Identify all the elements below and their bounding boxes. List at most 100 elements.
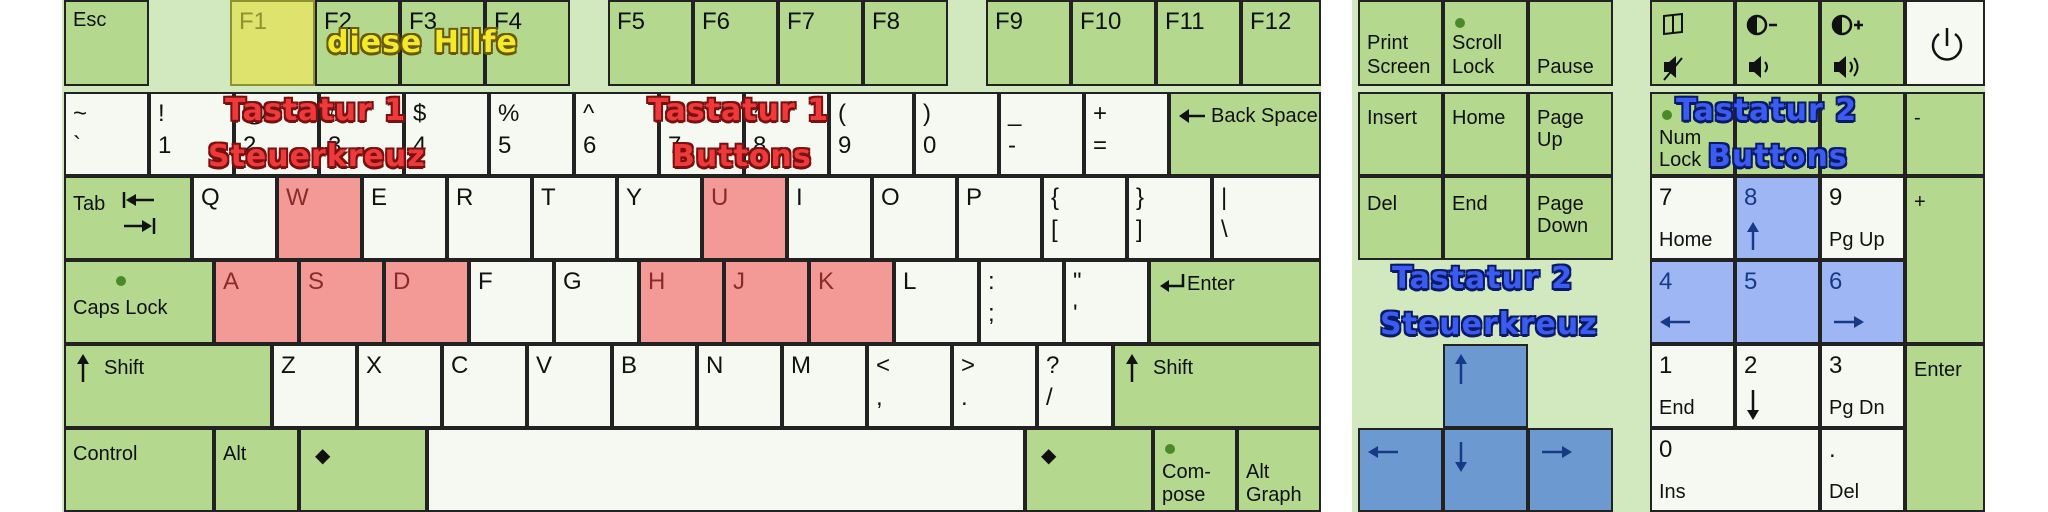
key-0[interactable]: )0 (914, 92, 999, 176)
key-enter[interactable]: Enter (1149, 260, 1321, 344)
key-c[interactable]: C (442, 344, 527, 428)
key-print-screen[interactable]: Print Screen (1358, 0, 1443, 86)
key-f2[interactable]: F2 (315, 0, 400, 86)
key-brightness-up[interactable] (1820, 0, 1905, 86)
key-9[interactable]: (9 (829, 92, 914, 176)
key-f9[interactable]: F9 (986, 0, 1071, 86)
key-numpad-star[interactable] (1820, 92, 1905, 176)
key-compose[interactable]: Com- pose (1153, 428, 1237, 512)
key-r[interactable]: R (447, 176, 532, 260)
key-f7[interactable]: F7 (778, 0, 863, 86)
key-control[interactable]: Control (64, 428, 214, 512)
key-numpad-minus[interactable]: - (1905, 92, 1985, 176)
key-insert[interactable]: Insert (1358, 92, 1443, 176)
key-t[interactable]: T (532, 176, 617, 260)
key-f4[interactable]: F4 (485, 0, 570, 86)
key-i[interactable]: I (787, 176, 872, 260)
key-alt[interactable]: Alt (214, 428, 299, 512)
key-equals[interactable]: += (1084, 92, 1169, 176)
key-8[interactable]: *8 (744, 92, 829, 176)
key-arrow-left[interactable] (1358, 428, 1443, 512)
key-semicolon[interactable]: :; (979, 260, 1064, 344)
key-meta-left[interactable]: ◆ (299, 428, 427, 512)
key-f11[interactable]: F11 (1156, 0, 1241, 86)
key-f6[interactable]: F6 (693, 0, 778, 86)
key-5[interactable]: %5 (489, 92, 574, 176)
key-u[interactable]: U (702, 176, 787, 260)
key-numpad-dot[interactable]: .Del (1820, 428, 1905, 512)
key-arrow-up[interactable] (1443, 344, 1528, 428)
key-scroll-lock[interactable]: Scroll Lock (1443, 0, 1528, 86)
key-numpad-4[interactable]: 4 (1650, 260, 1735, 344)
key-k[interactable]: K (809, 260, 894, 344)
key-numpad-2[interactable]: 2 (1735, 344, 1820, 428)
key-numpad-slash[interactable] (1735, 92, 1820, 176)
key-f12[interactable]: F12 (1241, 0, 1321, 86)
key-j[interactable]: J (724, 260, 809, 344)
key-alt-graph[interactable]: Alt Graph (1237, 428, 1321, 512)
key-right-bracket[interactable]: }] (1127, 176, 1212, 260)
key-a[interactable]: A (214, 260, 299, 344)
key-backspace[interactable]: Back Space (1169, 92, 1321, 176)
key-numpad-plus[interactable]: + (1905, 176, 1985, 344)
key-g[interactable]: G (554, 260, 639, 344)
key-minus[interactable]: _- (999, 92, 1084, 176)
key-d[interactable]: D (384, 260, 469, 344)
key-1[interactable]: !1 (149, 92, 234, 176)
key-num-lock[interactable]: Num Lock (1650, 92, 1735, 176)
key-delete[interactable]: Del (1358, 176, 1443, 260)
key-x[interactable]: X (357, 344, 442, 428)
key-3[interactable]: #3 (319, 92, 404, 176)
key-f8[interactable]: F8 (863, 0, 948, 86)
key-period[interactable]: >. (952, 344, 1037, 428)
key-shift-right[interactable]: Shift (1113, 344, 1321, 428)
key-tab[interactable]: Tab (64, 176, 192, 260)
key-end[interactable]: End (1443, 176, 1528, 260)
key-backslash[interactable]: |\ (1212, 176, 1321, 260)
key-l[interactable]: L (894, 260, 979, 344)
key-f1[interactable]: F1 (230, 0, 315, 86)
key-tilde[interactable]: ~` (64, 92, 149, 176)
key-arrow-right[interactable] (1528, 428, 1613, 512)
key-f3[interactable]: F3 (400, 0, 485, 86)
key-left-bracket[interactable]: {[ (1042, 176, 1127, 260)
key-f10[interactable]: F10 (1071, 0, 1156, 86)
key-m[interactable]: M (782, 344, 867, 428)
key-z[interactable]: Z (272, 344, 357, 428)
key-space[interactable] (427, 428, 1025, 512)
key-n[interactable]: N (697, 344, 782, 428)
key-2[interactable]: @2 (234, 92, 319, 176)
key-b[interactable]: B (612, 344, 697, 428)
key-power[interactable] (1905, 0, 1985, 86)
key-numpad-enter[interactable]: Enter (1905, 344, 1985, 512)
key-numpad-8[interactable]: 8 (1735, 176, 1820, 260)
key-comma[interactable]: <, (867, 344, 952, 428)
key-pause[interactable]: Pause (1528, 0, 1613, 86)
key-caps-lock[interactable]: Caps Lock (64, 260, 214, 344)
key-esc[interactable]: Esc (64, 0, 149, 86)
key-meta-right[interactable]: ◆ (1025, 428, 1153, 512)
key-f[interactable]: F (469, 260, 554, 344)
key-6[interactable]: ^6 (574, 92, 659, 176)
key-o[interactable]: O (872, 176, 957, 260)
key-q[interactable]: Q (192, 176, 277, 260)
key-screen-mute[interactable] (1650, 0, 1735, 86)
key-e[interactable]: E (362, 176, 447, 260)
key-p[interactable]: P (957, 176, 1042, 260)
key-7[interactable]: &7 (659, 92, 744, 176)
key-v[interactable]: V (527, 344, 612, 428)
key-arrow-down[interactable] (1443, 428, 1528, 512)
key-w[interactable]: W (277, 176, 362, 260)
key-quote[interactable]: "' (1064, 260, 1149, 344)
key-f5[interactable]: F5 (608, 0, 693, 86)
key-home[interactable]: Home (1443, 92, 1528, 176)
key-slash[interactable]: ?/ (1037, 344, 1113, 428)
key-4[interactable]: $4 (404, 92, 489, 176)
key-numpad-5[interactable]: 5 (1735, 260, 1820, 344)
key-brightness-down[interactable] (1735, 0, 1820, 86)
key-numpad-6[interactable]: 6 (1820, 260, 1905, 344)
